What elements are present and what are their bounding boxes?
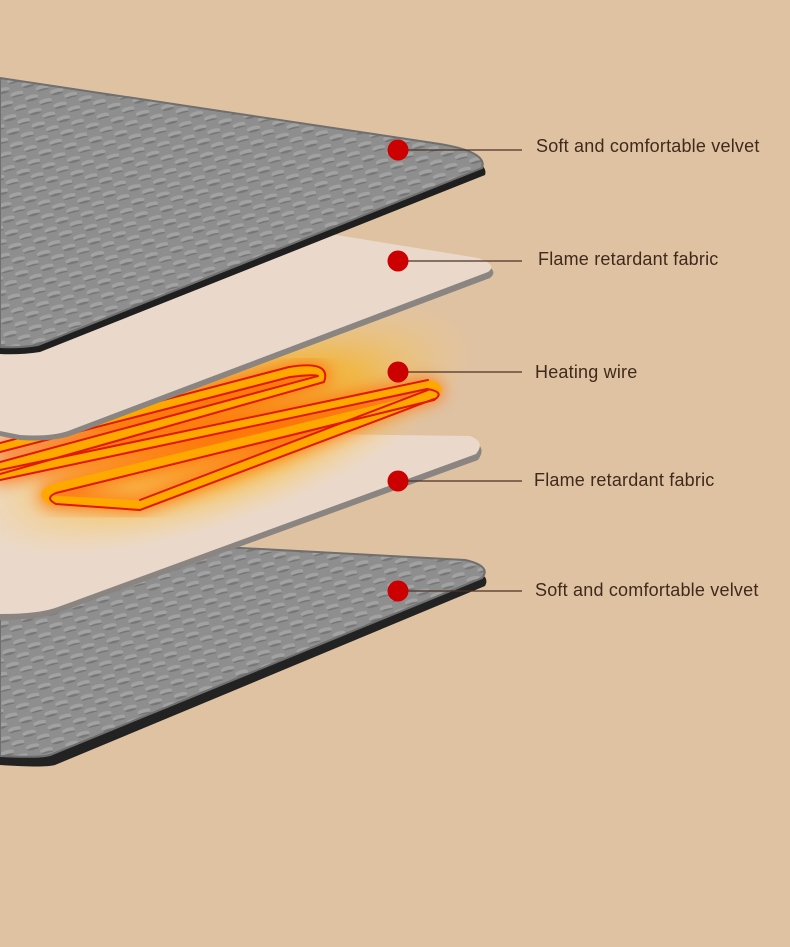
marker-dot <box>388 471 409 492</box>
label-fabric-top: Flame retardant fabric <box>538 249 718 270</box>
marker-dot <box>388 140 409 161</box>
label-fabric-bottom: Flame retardant fabric <box>534 470 714 491</box>
label-heating-wire: Heating wire <box>535 362 637 383</box>
marker-dot <box>388 251 409 272</box>
label-velvet-top: Soft and comfortable velvet <box>536 136 760 157</box>
marker-dot <box>388 581 409 602</box>
marker-dot <box>388 362 409 383</box>
label-velvet-bottom: Soft and comfortable velvet <box>535 580 759 601</box>
